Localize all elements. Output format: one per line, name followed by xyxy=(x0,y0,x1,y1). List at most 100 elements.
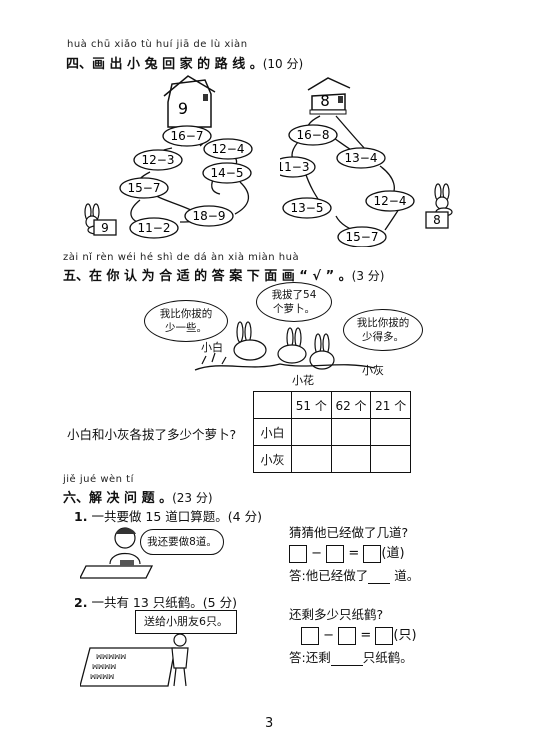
p1-answer: 答:他已经做了 道。 xyxy=(289,565,419,584)
table-corner xyxy=(253,391,292,419)
right-start-box xyxy=(425,211,449,229)
p2-answer-blank[interactable] xyxy=(330,651,363,666)
page-number: 3 xyxy=(265,716,274,731)
s5-question: 小白和小灰各拔了多少个萝卜? xyxy=(67,427,237,442)
label-xiaohua: 小花 xyxy=(292,374,314,387)
s5-score: (3 分) xyxy=(351,269,385,283)
right-oval-6[interactable]: 15−7 xyxy=(346,230,379,244)
p2-equation: − = (只) xyxy=(301,624,417,645)
svg-text:ꟽꟽꟽꟽ: ꟽꟽꟽꟽ xyxy=(90,673,114,681)
p1-equation: − = (道) xyxy=(289,542,405,563)
table-cell[interactable] xyxy=(330,418,372,446)
left-oval-2[interactable]: 12−4 xyxy=(212,142,245,156)
answer-table: 51 个 62 个 21 个 小白 小灰 xyxy=(253,391,411,473)
svg-text:ꟽꟽꟽꟽ: ꟽꟽꟽꟽ xyxy=(92,663,116,671)
table-cell[interactable] xyxy=(291,445,332,473)
p2-number: 2. xyxy=(74,595,88,610)
p1-answer-prefix: 答:他已经做了 xyxy=(289,568,369,583)
table-row-label: 小白 xyxy=(253,418,292,446)
label-xiaobai: 小白 xyxy=(201,341,223,354)
table-row: 小灰 xyxy=(253,445,411,473)
p2-unit: (只) xyxy=(393,628,417,643)
bubble-xiaohua-text: 我拔了54个萝卜。 xyxy=(271,289,317,315)
p1-score: (4 分) xyxy=(227,509,262,524)
p1-box-2[interactable] xyxy=(326,544,345,563)
table-row-label: 小灰 xyxy=(253,445,292,473)
s5-pinyin: zài nǐ rèn wéi hé shì de dá àn xià miàn … xyxy=(63,252,300,263)
p1-bubble-text: 我还要做8道。 xyxy=(147,536,217,548)
svg-text:ꟽꟽꟽꟽꟽ: ꟽꟽꟽꟽꟽ xyxy=(96,653,126,661)
p2-speech-box: 送给小朋友6只。 xyxy=(135,610,237,634)
s6-pinyin: jiě jué wèn tí xyxy=(63,474,134,485)
right-house-number: 8 xyxy=(320,92,330,110)
p2-answer-prefix: 答:还剩 xyxy=(289,650,331,665)
p2-question: 还剩多少只纸鹤? xyxy=(289,607,384,622)
p2-answer: 答:还剩 只纸鹤。 xyxy=(289,647,413,666)
p1-answer-suffix: 道。 xyxy=(394,568,420,583)
p2-speech-text: 送给小朋友6只。 xyxy=(144,615,228,628)
table-row: 51 个 62 个 21 个 xyxy=(253,391,411,419)
right-oval-5[interactable]: 13−5 xyxy=(291,201,324,215)
p1-box-1[interactable] xyxy=(289,544,307,563)
p2-box-1[interactable] xyxy=(301,626,319,645)
left-start-number: 9 xyxy=(101,221,109,235)
rabbit1-ear-icon xyxy=(236,321,244,343)
p1-question: 猜猜他已经做了几道? xyxy=(289,525,409,540)
p2-box-2[interactable] xyxy=(338,626,357,645)
s4-title-text: 四、画 出 小 兔 回 家 的 路 线 。 xyxy=(66,57,263,72)
bubble-xiaohui-text: 我比你拔的少得多。 xyxy=(356,317,410,343)
right-rabbit-icon xyxy=(434,183,453,217)
p1-statement: 1. 一共要做 15 道口算题。(4 分) xyxy=(74,506,262,525)
p1-equals: = xyxy=(348,546,360,561)
s5-title-text: 五、在 你 认 为 合 适 的 答 案 下 面 画 “ √ ” 。 xyxy=(63,269,352,284)
left-house xyxy=(163,75,216,128)
right-start-number: 8 xyxy=(433,213,441,227)
table-cell[interactable] xyxy=(291,418,332,446)
s4-title: 四、画 出 小 兔 回 家 的 路 线 。(10 分) xyxy=(66,53,303,72)
left-house-number: 9 xyxy=(178,99,188,118)
left-maze: 9 16−7 12−4 12−3 14−5 15−7 18−9 11−2 xyxy=(84,75,253,239)
right-house xyxy=(307,77,351,115)
table-header: 51 个 xyxy=(291,391,332,419)
p1-bubble: 我还要做8道。 xyxy=(140,529,224,555)
s5-title: 五、在 你 认 为 合 适 的 答 案 下 面 画 “ √ ” 。(3 分) xyxy=(63,265,384,284)
right-maze: 8 16−8 11−3 13−4 12−4 13−5 15−7 8 xyxy=(280,77,453,247)
s4-pinyin: huà chū xiǎo tù huí jiā de lù xiàn xyxy=(67,39,248,50)
bubble-xiaobai-text: 我比你拔的少一些。 xyxy=(159,308,213,334)
left-oval-1[interactable]: 16−7 xyxy=(171,129,204,143)
right-oval-3[interactable]: 13−4 xyxy=(345,151,378,165)
table-header: 62 个 xyxy=(330,391,372,419)
left-oval-5[interactable]: 15−7 xyxy=(128,181,161,195)
p2-answer-suffix: 只纸鹤。 xyxy=(362,650,413,665)
right-oval-4[interactable]: 12−4 xyxy=(374,194,407,208)
p2-equals: = xyxy=(360,628,372,643)
s6-title: 六、解 决 问 题 。(23 分) xyxy=(63,487,213,506)
bubble-xiaobai: 我比你拔的少一些。 xyxy=(144,300,228,342)
p1-box-3[interactable] xyxy=(363,544,382,563)
p1-number: 1. xyxy=(74,509,88,524)
table-cell[interactable] xyxy=(370,418,411,446)
boy-desk-illustration xyxy=(80,527,154,579)
bubble-xiaohui: 我比你拔的少得多。 xyxy=(343,309,423,351)
s4-score: (10 分) xyxy=(262,57,304,71)
p2-box-3[interactable] xyxy=(375,626,394,645)
p1-minus: − xyxy=(311,546,323,561)
left-oval-4[interactable]: 14−5 xyxy=(211,166,244,180)
left-oval-6[interactable]: 18−9 xyxy=(193,209,226,223)
s6-title-text: 六、解 决 问 题 。 xyxy=(63,491,173,506)
right-oval-2[interactable]: 11−3 xyxy=(280,160,309,174)
p2-statement: 2. 一共有 13 只纸鹤。(5 分) xyxy=(74,592,237,611)
table-header: 21 个 xyxy=(370,391,411,419)
right-oval-1[interactable]: 16−8 xyxy=(297,128,330,142)
s6-score: (23 分) xyxy=(172,491,213,505)
label-xiaohui: 小灰 xyxy=(362,364,384,377)
p1-answer-blank[interactable] xyxy=(368,569,391,584)
p1-text: 一共要做 15 道口算题。 xyxy=(91,509,228,524)
p1-unit: (道) xyxy=(381,546,405,561)
table-cell[interactable] xyxy=(330,445,372,473)
left-oval-7[interactable]: 11−2 xyxy=(138,221,171,235)
p2-score: (5 分) xyxy=(202,595,237,610)
left-oval-3[interactable]: 12−3 xyxy=(142,153,175,167)
p2-text: 一共有 13 只纸鹤。 xyxy=(91,595,203,610)
table-cell[interactable] xyxy=(370,445,411,473)
